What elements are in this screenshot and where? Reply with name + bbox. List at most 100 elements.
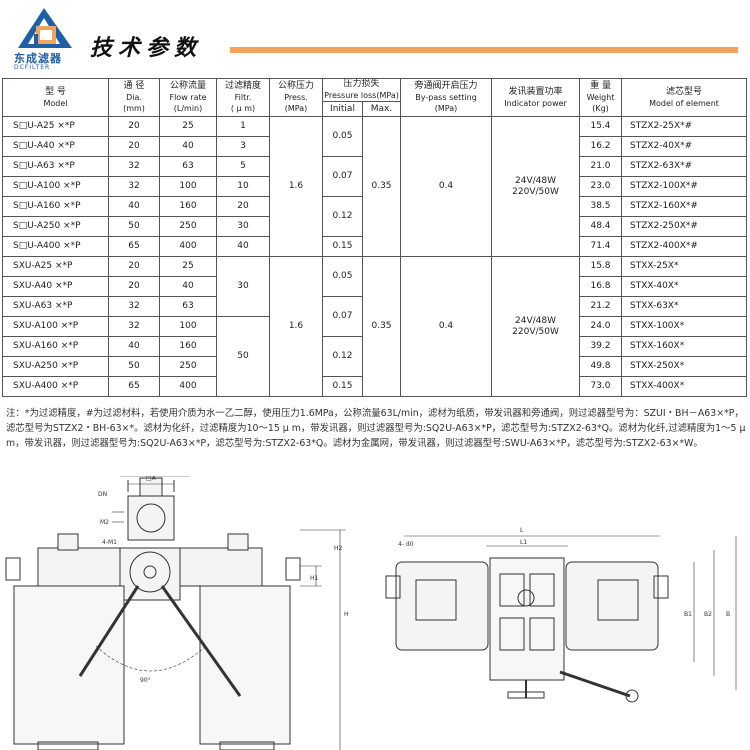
cell-model: SXU-A40 ×*P [2,276,109,297]
cell-initial: 0.07 [322,156,363,197]
cell-element: STXX-25X* [621,256,748,277]
cell-filtr: 3 [216,136,270,157]
cell-filtr: 50 [216,316,270,397]
cell-press: 1.6 [269,116,323,257]
cell-model: S□U-A100 ×*P [2,176,109,197]
title-underline [230,47,738,53]
cell-dia: 32 [108,176,160,197]
cell-dia: 20 [108,136,160,157]
dcfilter-logo [18,8,72,48]
cell-element: STXX-100X* [621,316,748,337]
cell-filtr: 10 [216,176,270,197]
cell-flow: 25 [159,116,217,137]
top-view-drawing [385,535,737,703]
cell-dia: 40 [108,196,160,217]
cell-initial: 0.12 [322,336,363,377]
cell-element: STZX2-100X*# [621,176,748,197]
cell-dia: 32 [108,316,160,337]
cell-weight: 71.4 [579,236,623,257]
cell-initial: 0.15 [322,376,363,397]
label-b2: B2 [704,611,712,618]
cell-filtr: 1 [216,116,270,137]
label-m2: M2 [100,519,109,526]
cell-model: S□U-A63 ×*P [2,156,109,177]
cell-flow: 100 [159,176,217,197]
cell-weight: 16.8 [579,276,623,297]
label-b1: B1 [684,611,692,618]
brand-name-cn: 东成滤器 [14,52,62,65]
cell-weight: 48.4 [579,216,623,237]
page-header: 东成滤器 DCFILTER 技术参数 [0,0,750,76]
cell-model: SXU-A25 ×*P [2,256,109,277]
cell-dia: 32 [108,296,160,317]
cell-model: SXU-A160 ×*P [2,336,109,357]
cell-flow: 63 [159,156,217,177]
cell-model: SXU-A400 ×*P [2,376,109,397]
cell-filtr: 30 [216,216,270,237]
cell-flow: 400 [159,236,217,257]
cell-element: STXX-63X* [621,296,748,317]
cell-flow: 250 [159,216,217,237]
label-angle: 90° [140,677,151,684]
label-m1: 4-M1 [102,539,117,546]
cell-filtr: 40 [216,236,270,257]
table-row: SXU-A25 ×*P 20 25 30 1.6 0.05 0.35 0.4 2… [2,256,748,397]
label-d0: 4- d0 [398,541,414,548]
table-row: SXU-A400 ×*P 65 400 0.15 73.0 STXX-400X* [2,376,748,397]
col-max: Max. [361,101,402,117]
cell-flow: 100 [159,316,217,337]
cell-element: STZX2-25X*# [621,116,748,137]
cell-initial: 0.05 [322,256,363,297]
label-b: B [726,611,730,618]
cell-model: S□U-A40 ×*P [2,136,109,157]
cell-element: STZX2-160X*# [621,196,748,217]
cell-weight: 23.0 [579,176,623,197]
footnote: 注：*为过滤精度，#为过滤材料，若使用介质为水一乙二醇，使用压力1.6MPa，公… [6,408,746,449]
cell-element: STZX2-250X*# [621,216,748,237]
cell-element: STXX-250X* [621,356,748,377]
page-title: 技术参数 [90,35,203,61]
cell-model: S□U-A250 ×*P [2,216,109,237]
label-a: □A [146,476,157,482]
brand-name-en: DCFILTER [14,64,51,71]
cell-model: SXU-A100 ×*P [2,316,109,337]
label-h1: H1 [310,575,319,582]
cell-initial: 0.05 [322,116,363,157]
cell-weight: 73.0 [579,376,623,397]
cell-dia: 32 [108,156,160,177]
label-l1: L1 [520,539,527,546]
cell-flow: 160 [159,336,217,357]
cell-dia: 20 [108,256,160,277]
cell-weight: 39.2 [579,336,623,357]
table-row: S□U-A63 ×*P 32 63 5 0.07 21.0 STZX2-63X*… [2,156,748,197]
cell-element: STZX2-40X*# [621,136,748,157]
cell-flow: 250 [159,356,217,377]
front-view-drawing [5,476,346,750]
cell-weight: 49.8 [579,356,623,377]
cell-weight: 15.4 [579,116,623,137]
cell-press: 1.6 [269,256,323,397]
col-initial: Initial [322,101,363,117]
cell-initial: 0.15 [322,236,363,257]
cell-model: S□U-A160 ×*P [2,196,109,217]
cell-bypass: 0.4 [400,256,493,397]
cell-max: 0.35 [361,116,402,257]
cell-model: S□U-A400 ×*P [2,236,109,257]
cell-dia: 40 [108,336,160,357]
label-l: L [520,527,524,534]
cell-weight: 38.5 [579,196,623,217]
cell-weight: 15.8 [579,256,623,277]
table-row: S□U-A250 ×*P 50 250 30 48.4 STZX2-250X*# [2,216,748,237]
cell-flow: 25 [159,256,217,277]
cell-dia: 20 [108,276,160,297]
cell-model: SXU-A63 ×*P [2,296,109,317]
cell-weight: 21.0 [579,156,623,177]
cell-initial: 0.07 [322,296,363,337]
